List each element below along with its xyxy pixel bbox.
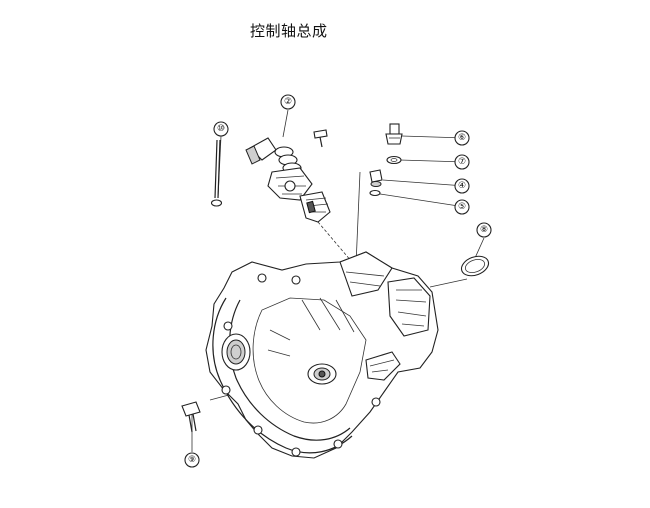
callout-2-label: ② (284, 97, 292, 107)
callout-3-label: ⑥ (458, 133, 466, 143)
control-shaft-assembly (245, 129, 331, 223)
callout-8: ⑨ (184, 452, 200, 468)
callout-6: ⑤ (454, 199, 470, 215)
callout-1-label: ⑩ (217, 124, 225, 134)
callout-6-label: ⑤ (458, 202, 466, 212)
bolt-part (181, 401, 201, 433)
callout-4: ⑦ (454, 154, 470, 170)
switch-and-washers (369, 123, 403, 197)
callout-2: ② (280, 94, 296, 110)
dowel-bolt-part (210, 139, 223, 207)
callout-8-label: ⑨ (188, 455, 196, 465)
callout-1: ⑩ (213, 121, 229, 137)
callout-7: ⑧ (476, 222, 492, 238)
diagram-title: 控制轴总成 (250, 22, 328, 40)
transmission-case (205, 251, 439, 459)
callout-7-label: ⑧ (480, 225, 488, 235)
seal-cover-part (460, 255, 490, 277)
callout-5: ④ (454, 178, 470, 194)
callout-5-label: ④ (458, 181, 466, 191)
callout-3: ⑥ (454, 130, 470, 146)
callout-4-label: ⑦ (458, 157, 466, 167)
